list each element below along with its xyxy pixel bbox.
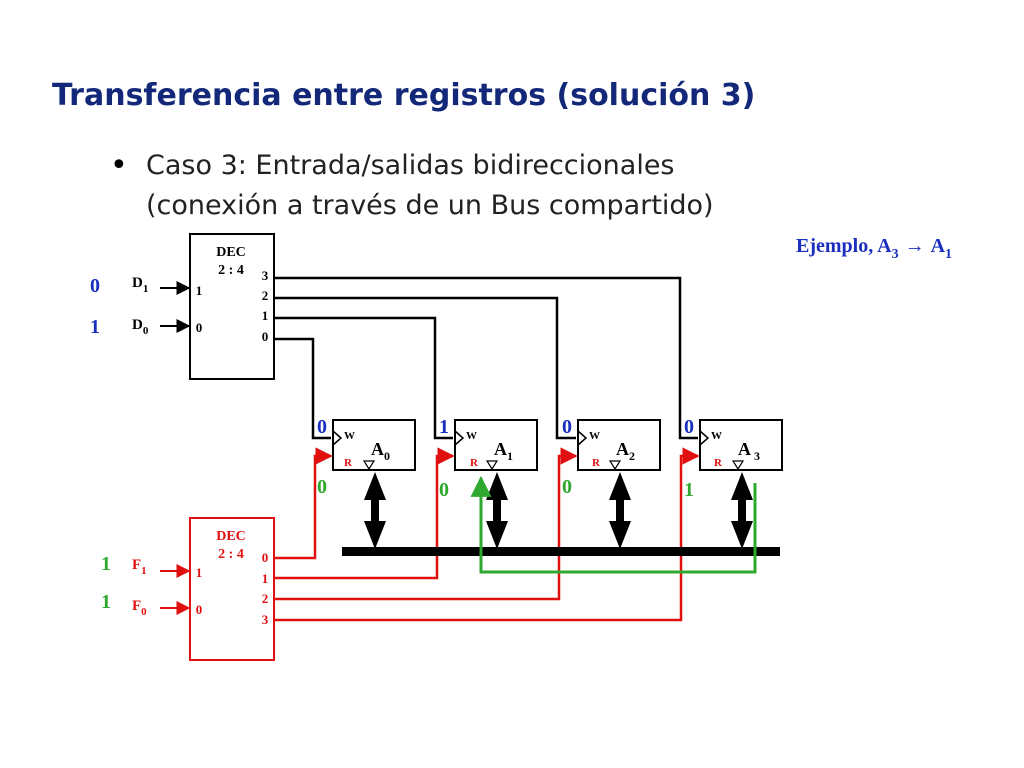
register-a0-w: W <box>344 430 355 442</box>
decoder-bottom-out-3: 3 <box>262 612 269 627</box>
register-a0-r: R <box>344 457 353 469</box>
register-a3-r: R <box>714 457 723 469</box>
decoder-bottom-out-2: 2 <box>262 591 269 606</box>
decoder-bottom-ratio: 2 : 4 <box>218 547 244 562</box>
register-a2-w: W <box>589 430 600 442</box>
decoder-bottom-name: DEC <box>216 529 246 544</box>
decoder-top-out-2: 2 <box>262 288 269 303</box>
decoder-bottom-out-0: 0 <box>262 550 269 565</box>
decoder-top-name: DEC <box>216 245 246 260</box>
register-a0-w-value: 0 <box>317 416 327 438</box>
decoder-top-out-1: 1 <box>262 308 269 323</box>
register-a3-w: W <box>711 430 722 442</box>
bus-connector-a3 <box>731 472 753 549</box>
register-a3-r-value: 1 <box>684 479 694 501</box>
bus-connector-a2 <box>609 472 631 549</box>
register-a3-w-value: 0 <box>684 416 694 438</box>
register-a2-w-value: 0 <box>562 416 572 438</box>
decoder-top-out-3: 3 <box>262 268 269 283</box>
register-a1-w-value: 1 <box>439 416 449 438</box>
decoder-bottom-out-1: 1 <box>262 571 269 586</box>
register-a1-r: R <box>470 457 479 469</box>
register-a2-r: R <box>592 457 601 469</box>
register-a0-name: A0 <box>371 439 390 463</box>
bullet-text-line-2: (conexión a través de un Bus compartido) <box>146 190 714 221</box>
example-caption: Ejemplo, A3→A1 <box>796 235 952 262</box>
bus-connector-a0 <box>364 472 386 549</box>
decoder-top-out-0: 0 <box>262 329 269 344</box>
register-a0: W R A0 0 0 <box>317 416 416 498</box>
decoder-top-ratio: 2 : 4 <box>218 263 244 278</box>
decoder-top-in-pin-1: 1 <box>196 283 203 298</box>
input-f0-value: 1 <box>101 591 111 613</box>
register-a1-r-value: 0 <box>439 479 449 501</box>
decoder-bottom-in-pin-1: 1 <box>196 565 203 580</box>
input-f0-label: F0 <box>132 598 147 618</box>
decoder-bottom-in-pin-0: 0 <box>196 602 203 617</box>
decoder-bottom: DEC 2 : 4 0 1 2 3 1 0 F1 F0 1 1 <box>101 517 275 661</box>
input-d1-label: D1 <box>132 275 148 295</box>
register-a0-r-value: 0 <box>317 476 327 498</box>
register-a1: W R A1 1 0 <box>439 416 538 501</box>
bullet-icon: • <box>110 148 128 183</box>
register-a1-w: W <box>466 430 477 442</box>
register-a2-name: A2 <box>616 439 635 463</box>
register-a2: W R A2 0 0 <box>562 416 661 498</box>
bus-connectors <box>364 472 753 549</box>
read-select-lines <box>274 447 700 622</box>
input-d0-value: 1 <box>90 316 100 338</box>
input-f1-label: F1 <box>132 557 147 577</box>
shared-bus <box>342 547 780 556</box>
write-select-lines <box>274 276 698 440</box>
decoder-top-in-pin-0: 0 <box>196 320 203 335</box>
register-a1-name: A1 <box>494 439 513 463</box>
register-a2-r-value: 0 <box>562 476 572 498</box>
bus-connector-a1 <box>486 472 508 549</box>
bullet-text-line-1: Caso 3: Entrada/salidas bidireccionales <box>146 150 675 181</box>
input-d1-value: 0 <box>90 275 100 297</box>
slide-title: Transferencia entre registros (solución … <box>52 78 756 113</box>
input-d0-label: D0 <box>132 317 149 337</box>
input-f1-value: 1 <box>101 553 111 575</box>
transfer-path <box>470 475 757 574</box>
decoder-top: DEC 2 : 4 3 2 1 0 1 0 D1 D0 0 1 <box>90 233 275 380</box>
